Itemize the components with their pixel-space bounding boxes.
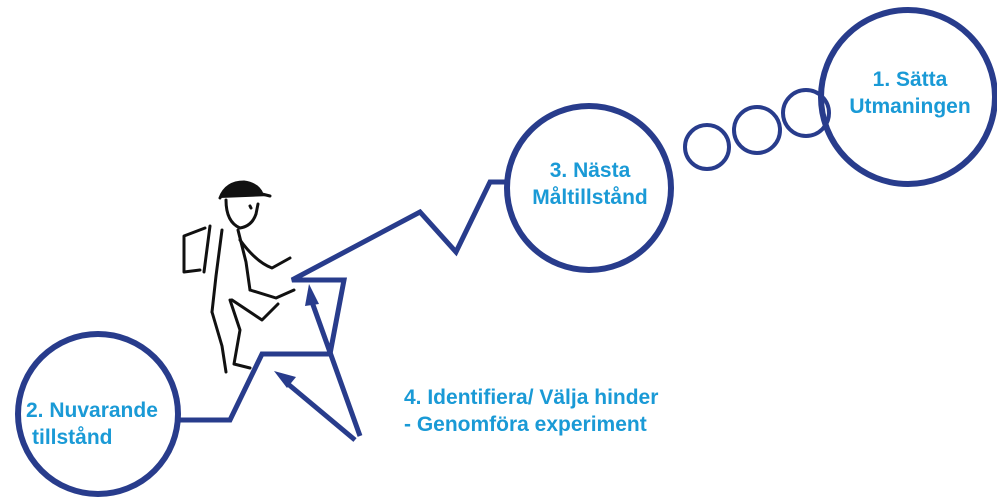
- path-line: [178, 179, 507, 423]
- target-label-line2: Måltillstånd: [532, 186, 648, 209]
- arrowhead: [274, 371, 296, 388]
- connector-circle: [732, 105, 782, 155]
- target-label-line1: 3. Nästa: [549, 159, 631, 182]
- target-condition-label: 3. Nästa Måltillstånd: [510, 157, 670, 211]
- connector-circle: [781, 88, 831, 138]
- obstacles-label-line2: - Genomföra experiment: [404, 413, 647, 436]
- challenge-label-line2: Utmaningen: [849, 95, 971, 118]
- obstacles-label-line1: 4. Identifiera/ Välja hinder: [404, 386, 659, 409]
- experiment-arrows: [286, 301, 363, 442]
- arrowhead: [305, 284, 319, 306]
- current-label-line1: 2. Nuvarande: [26, 399, 158, 422]
- challenge-label: 1. Sätta Utmaningen: [830, 66, 990, 120]
- connector-circle: [683, 123, 731, 171]
- hiker-icon: [182, 180, 296, 374]
- current-state-label: 2. Nuvarande tillstånd: [26, 397, 196, 451]
- obstacles-label: 4. Identifiera/ Välja hinder - Genomföra…: [404, 384, 744, 438]
- current-state-circle: [15, 331, 181, 497]
- current-label-line2: tillstånd: [32, 426, 113, 449]
- target-condition-circle: [504, 103, 674, 273]
- challenge-label-line1: 1. Sätta: [872, 68, 948, 91]
